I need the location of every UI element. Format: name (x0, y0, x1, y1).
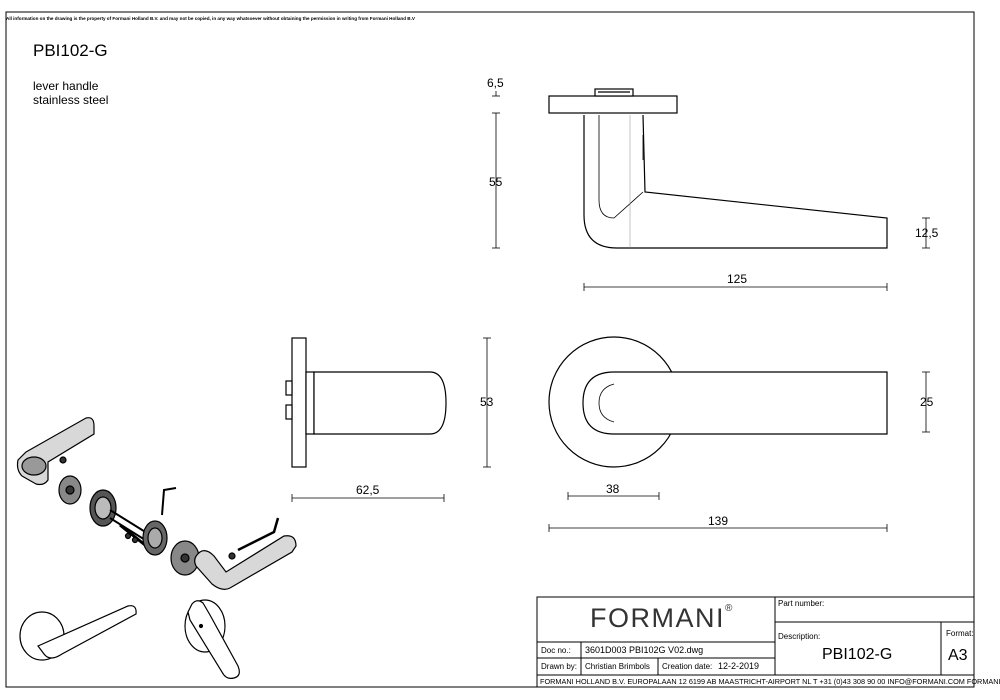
dim-rose-thickness: 6,5 (487, 76, 504, 90)
side-lever (313, 371, 447, 435)
description-value: PBI102-G (822, 646, 893, 663)
footer-address: FORMANI HOLLAND B.V. EUROPALAAN 12 6199 … (540, 677, 1000, 686)
side-rose (291, 337, 307, 468)
dimension-lines-plan (548, 371, 930, 532)
dim-rose-radius: 38 (606, 482, 620, 496)
doc-no-label: Doc no.: (541, 646, 571, 655)
top-view (548, 88, 888, 249)
doc-no-value: 3601D003 PBI102G V02.dwg (585, 645, 704, 655)
plan-view (548, 336, 888, 468)
dimension-lines-top (492, 91, 930, 291)
rose-plate (548, 95, 678, 114)
side-view (285, 337, 447, 468)
dim-side-height: 53 (480, 395, 494, 409)
dim-overall-length: 139 (708, 514, 729, 528)
format-label: Format: (946, 629, 974, 638)
part-number-label: Part number: (778, 599, 825, 608)
dim-lever-width: 25 (920, 395, 934, 409)
format-value: A3 (948, 647, 968, 664)
description-label: Description: (778, 632, 821, 641)
creation-date-value: 12-2-2019 (718, 661, 760, 671)
creation-date-label: Creation date: (662, 662, 713, 671)
dim-projection: 62,5 (356, 483, 380, 497)
exploded-view (16, 417, 297, 590)
dimension-lines-side (291, 337, 491, 502)
title-block-lines (536, 596, 975, 688)
drawing-border (5, 11, 975, 688)
drawn-by-value: Christian Brimbols (585, 662, 650, 671)
dim-lever-thickness: 12,5 (915, 226, 939, 240)
lever-body (583, 114, 888, 249)
dim-length: 125 (727, 272, 748, 286)
exploded-lever-right (194, 535, 297, 590)
brand-logo: FORMANI® (590, 603, 734, 633)
drawn-by-label: Drawn by: (541, 662, 578, 671)
copyright-notice: All information on the drawing is the pr… (6, 16, 415, 21)
description-line-2: stainless steel (33, 93, 109, 107)
description-line-1: lever handle (33, 79, 99, 93)
part-code-title: PBI102-G (33, 41, 108, 60)
plan-lever (582, 371, 888, 435)
thumbnail-views (19, 599, 240, 679)
dim-height: 55 (489, 175, 503, 189)
